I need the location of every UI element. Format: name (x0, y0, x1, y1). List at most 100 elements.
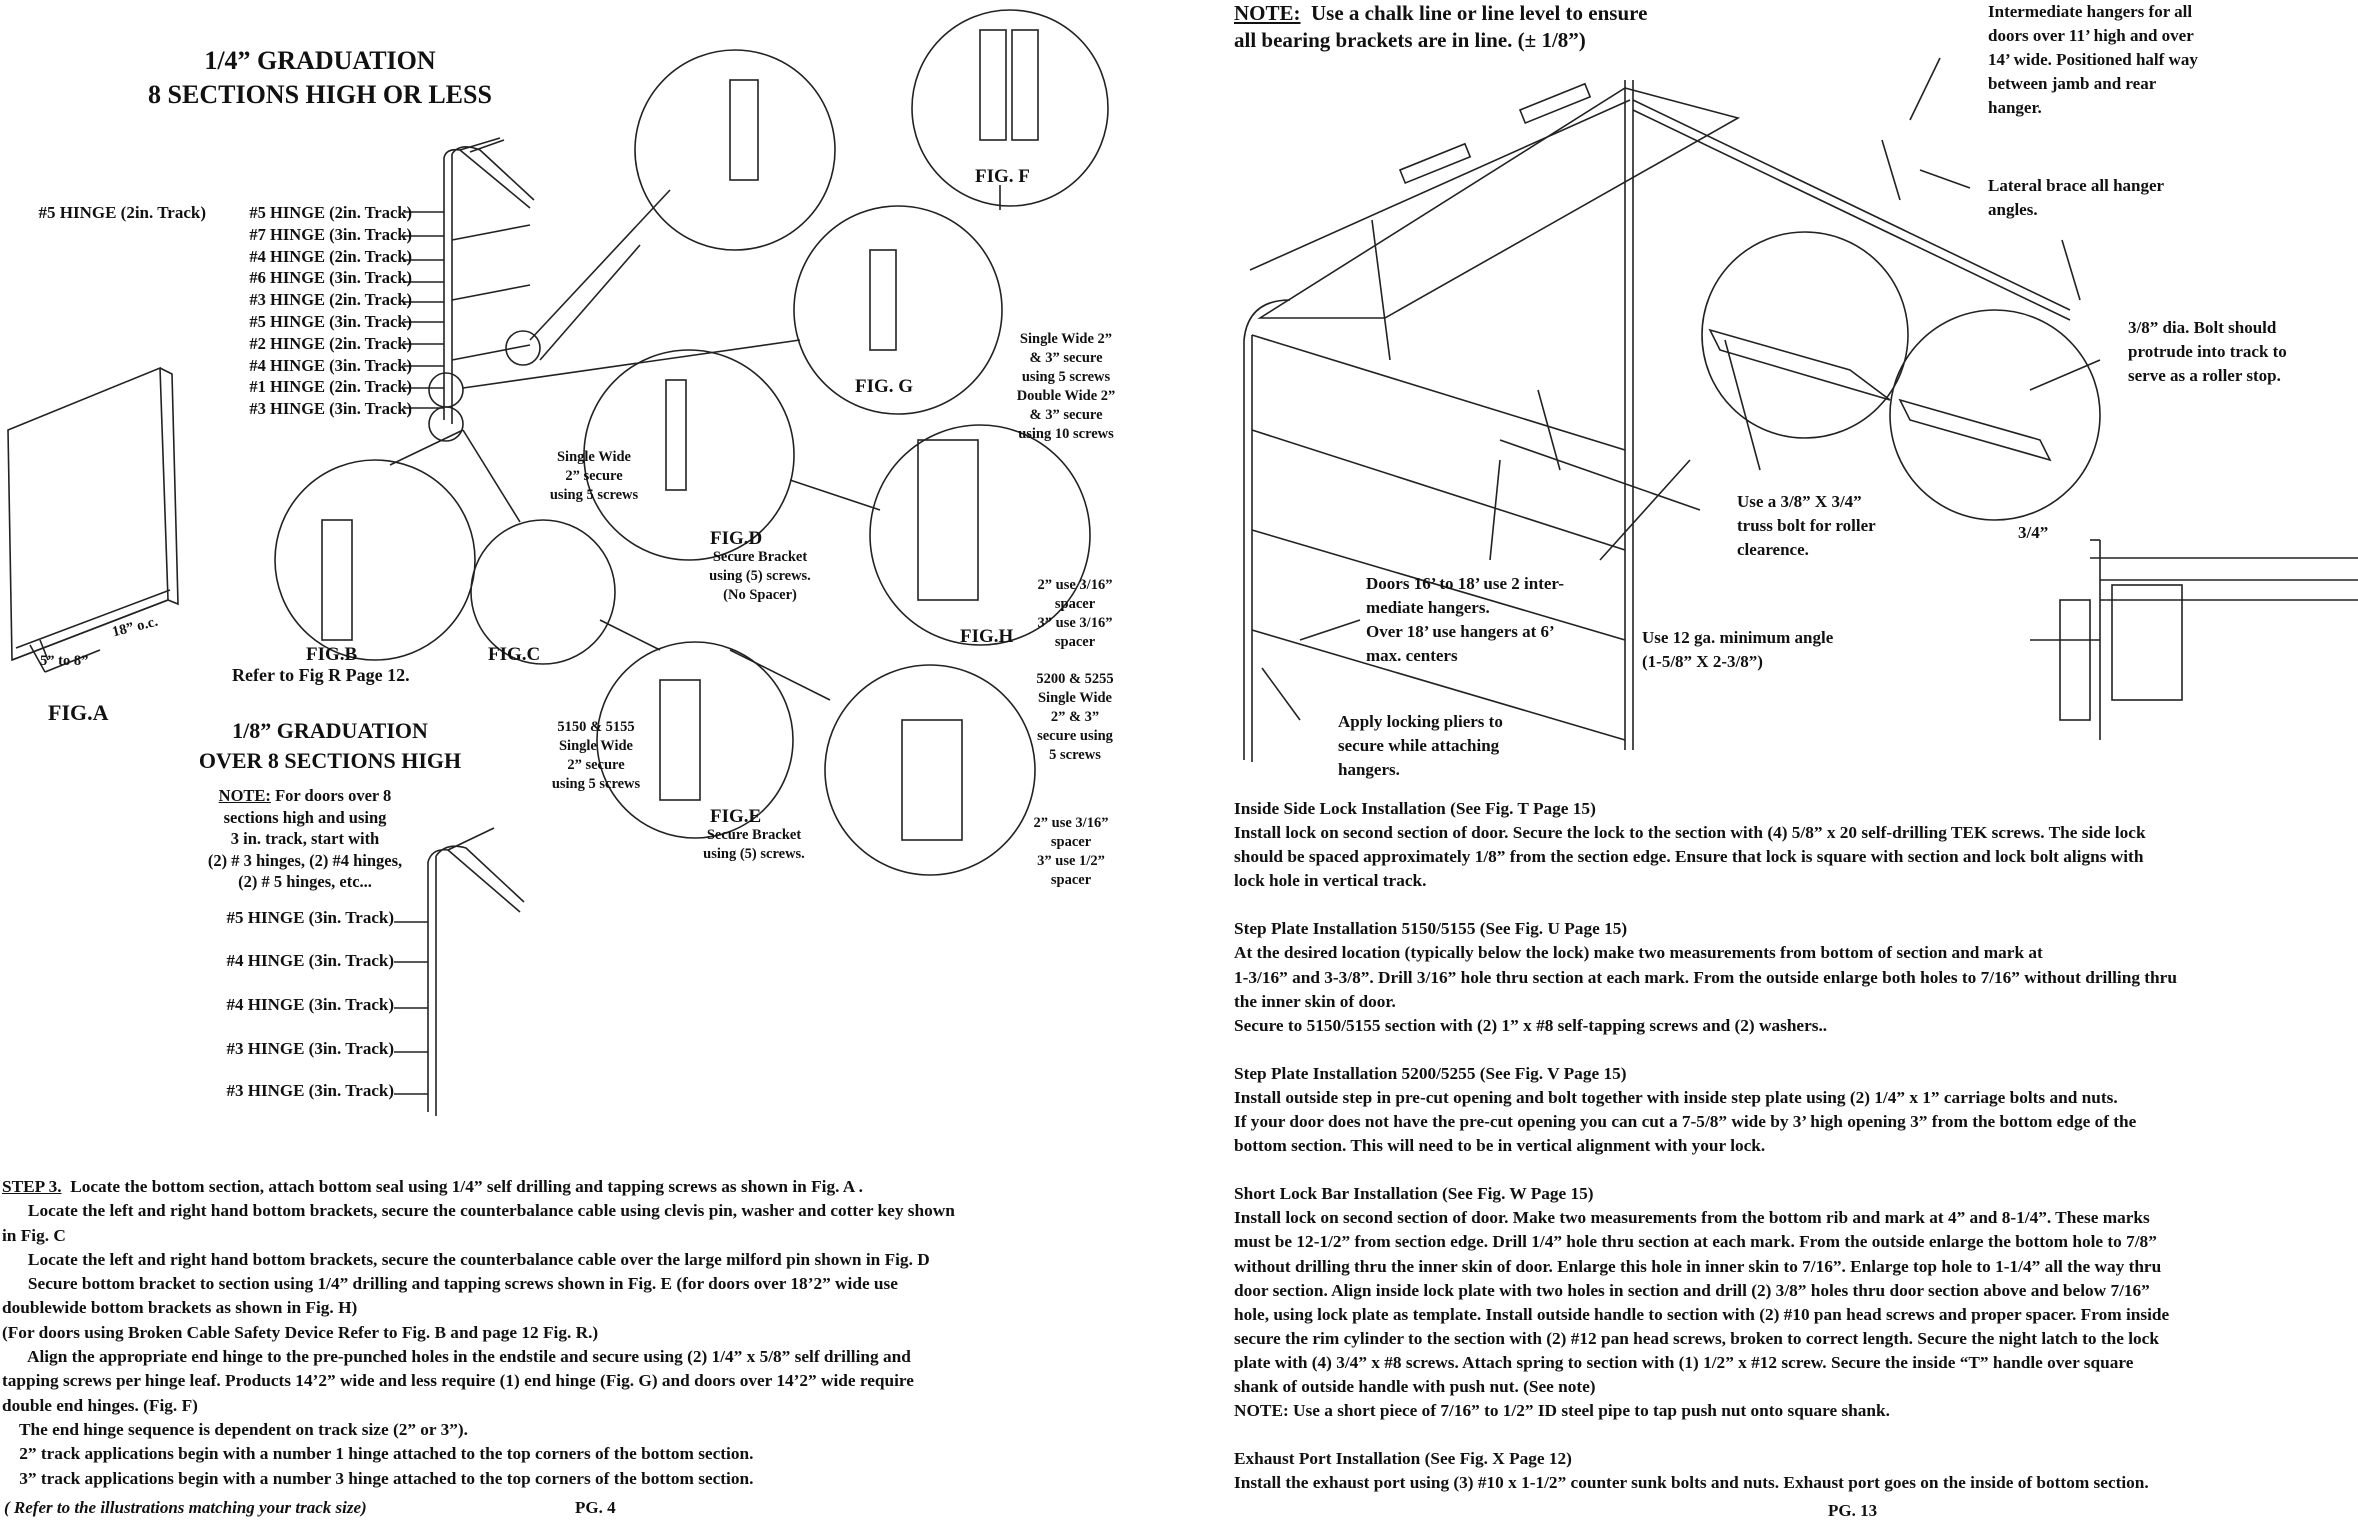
callout-line: Doors 16’ to 18’ use 2 inter- (1366, 574, 1564, 593)
callout-doors-hangers: Doors 16’ to 18’ use 2 inter- mediate ha… (1366, 572, 1564, 668)
note-line: Secure Bracket (706, 827, 802, 843)
section-line: the inner skin of door. (1234, 991, 1396, 1011)
fig-d-note: Secure Bracket using (5) screws. (No Spa… (700, 548, 820, 605)
hinge-label: #4 HINGE (3in. Track) (226, 951, 395, 970)
fig-a-dimension-range: 5” to 8” (40, 653, 89, 669)
section-line: Install outside step in pre-cut opening … (1234, 1087, 2118, 1107)
note-line: For doors over 8 (270, 786, 392, 805)
fig-f-label: FIG. F (975, 166, 1030, 187)
note-line: (2) # 3 hinges, (2) #4 hinges, (207, 850, 403, 870)
callout-line: truss bolt for roller (1737, 516, 1876, 535)
note-line: Single Wide 2” (1019, 331, 1113, 347)
hinge-label: #3 HINGE (3in. Track) (226, 1039, 395, 1058)
note-line: & 3” secure (1029, 407, 1103, 423)
door-assembly-drawing (1243, 57, 2101, 762)
fig-g-label: FIG. G (855, 376, 914, 397)
callout-line: angles. (1988, 200, 2038, 219)
callout-locking-pliers: Apply locking pliers to secure while att… (1338, 710, 1503, 782)
left-track-drawing (404, 137, 541, 442)
callout-line: clearence. (1737, 540, 1809, 559)
hinge-label: #5 HINGE (3in. Track) (226, 908, 395, 927)
fig-5200-note: 5200 & 5255 Single Wide 2” & 3” secure u… (1020, 670, 1130, 765)
callout-line: Use 12 ga. minimum angle (1642, 628, 1834, 647)
figure-circles (274, 9, 1109, 876)
section-heading: Short Lock Bar Installation (See Fig. W … (1234, 1184, 1594, 1204)
fig-h-label: FIG.H (960, 626, 1014, 647)
fig-b-label: FIG.B (306, 644, 358, 665)
hinge-label: #4 HINGE (3in. Track) (249, 355, 412, 375)
note-line: using (5) screws. (709, 568, 811, 584)
step-line: Secure bottom bracket to section using 1… (2, 1274, 898, 1294)
callout-line: hanger. (1988, 98, 2042, 117)
section-heading: Step Plate Installation 5150/5155 (See F… (1234, 919, 1628, 939)
section-line: must be 12-1/2” from section edge. Drill… (1234, 1232, 2157, 1252)
section-line: 1-3/16” and 3-3/8”. Drill 3/16” hole thr… (1234, 967, 2177, 987)
fig-h-spacers: 2” use 3/16” spacer 3” use 3/16” spacer (1020, 576, 1130, 652)
spacer (1234, 1423, 2177, 1447)
note-line: Secure Bracket (712, 549, 808, 565)
callout-line: Over 18’ use hangers at 6’ (1366, 622, 1555, 641)
note-line: 3” use 1/2” (1037, 853, 1105, 869)
section-line: plate with (4) 3/4” x #8 screws. Attach … (1234, 1352, 2134, 1372)
note-line: Use a chalk line or line level to ensure (1300, 1, 1648, 25)
note-line: (No Spacer) (723, 587, 797, 603)
section-line: Install lock on second section of door. … (1234, 1208, 2150, 1228)
fig-5200-spacers: 2” use 3/16” spacer 3” use 1/2” spacer (1016, 814, 1126, 890)
callout-intermediate-hangers: Intermediate hangers for all doors over … (1988, 0, 2198, 120)
step-line: Locate the left and right hand bottom br… (2, 1249, 930, 1269)
note-line: (2) # 5 hinges, etc... (238, 872, 372, 891)
spacer (1234, 893, 2177, 917)
note-line: using (5) screws. (703, 846, 805, 862)
title-line: 8 SECTIONS HIGH OR LESS (148, 80, 492, 109)
section-line: NOTE: Use a short piece of 7/16” to 1/2”… (1234, 1401, 1890, 1421)
note-line: spacer (1050, 872, 1092, 888)
chalk-line-note: NOTE: Use a chalk line or line level to … (1234, 0, 1647, 54)
section-line: Install lock on second section of door. … (1234, 823, 2146, 843)
note-line: secure using (1037, 728, 1113, 744)
spacer (1234, 1038, 2177, 1062)
note-line: using 10 screws (1018, 426, 1114, 442)
section-line: door section. Align inside lock plate wi… (1234, 1280, 2150, 1300)
fig-a-label: FIG.A (48, 700, 109, 725)
hinge-label: #6 HINGE (3in. Track) (249, 268, 412, 288)
page-number-right: PG. 13 (1828, 1501, 1878, 1520)
fig-c-label: FIG.C (488, 644, 541, 665)
note-line: Double Wide 2” (1016, 388, 1116, 404)
hinge-label: #4 HINGE (3in. Track) (226, 995, 395, 1014)
callout-line: Lateral brace all hanger (1988, 176, 2165, 195)
hinge-label: #5 HINGE (3in. Track) (249, 311, 412, 331)
section-line: shank of outside handle with push nut. (… (1234, 1376, 1596, 1396)
section-line: lock hole in vertical track. (1234, 871, 1427, 891)
note-line: using 5 screws (549, 487, 639, 503)
note-line: using 5 screws (1021, 369, 1111, 385)
fig-h-note: Single Wide 2” & 3” secure using 5 screw… (1006, 330, 1126, 444)
section-line: hole, using lock plate as template. Inst… (1234, 1304, 2170, 1324)
callout-line: between jamb and rear (1988, 74, 2157, 93)
step-line: The end hinge sequence is dependent on t… (2, 1419, 468, 1439)
callout-line: secure while attaching (1338, 736, 1500, 755)
step-line: double end hinges. (Fig. F) (2, 1395, 198, 1415)
section-line: bottom section. This will need to be in … (1234, 1136, 1766, 1156)
note-line: sections high and using (223, 807, 387, 827)
hinge-list-column: #5 HINGE (2in. Track) #7 HINGE (3in. Tra… (200, 202, 412, 420)
note-line: Single Wide (558, 738, 633, 754)
installation-instructions: Inside Side Lock Installation (See Fig. … (1234, 797, 2177, 1495)
step-line: doublewide bottom brackets as shown in F… (2, 1298, 358, 1318)
callout-line: (1-5/8” X 2-3/8”) (1642, 652, 1763, 671)
note-line: 2” use 3/16” (1033, 815, 1109, 831)
fig-e-left-note: 5150 & 5155 Single Wide 2” secure using … (544, 718, 648, 794)
callout-line: mediate hangers. (1366, 598, 1490, 617)
step-line: Locate the bottom section, attach bottom… (61, 1177, 863, 1196)
section-heading: Inside Side Lock Installation (See Fig. … (1234, 799, 1596, 818)
footer-track-note: ( Refer to the illustrations matching yo… (4, 1498, 367, 1517)
section-line: should be spaced approximately 1/8” from… (1234, 847, 2144, 867)
title-line: 1/8” GRADUATION (232, 718, 428, 743)
hinge-details (321, 29, 1039, 841)
note-label: NOTE: (218, 786, 271, 805)
hinge-label: #7 HINGE (3in. Track) (249, 224, 412, 244)
callout-line: serve as a roller stop. (2128, 366, 2281, 385)
note-line: spacer (1054, 634, 1096, 650)
callout-line: protrude into track to (2128, 342, 2287, 361)
title-eighth-graduation: 1/8” GRADUATION OVER 8 SECTIONS HIGH (150, 716, 510, 776)
step-3-instructions: STEP 3. Locate the bottom section, attac… (2, 1175, 955, 1491)
